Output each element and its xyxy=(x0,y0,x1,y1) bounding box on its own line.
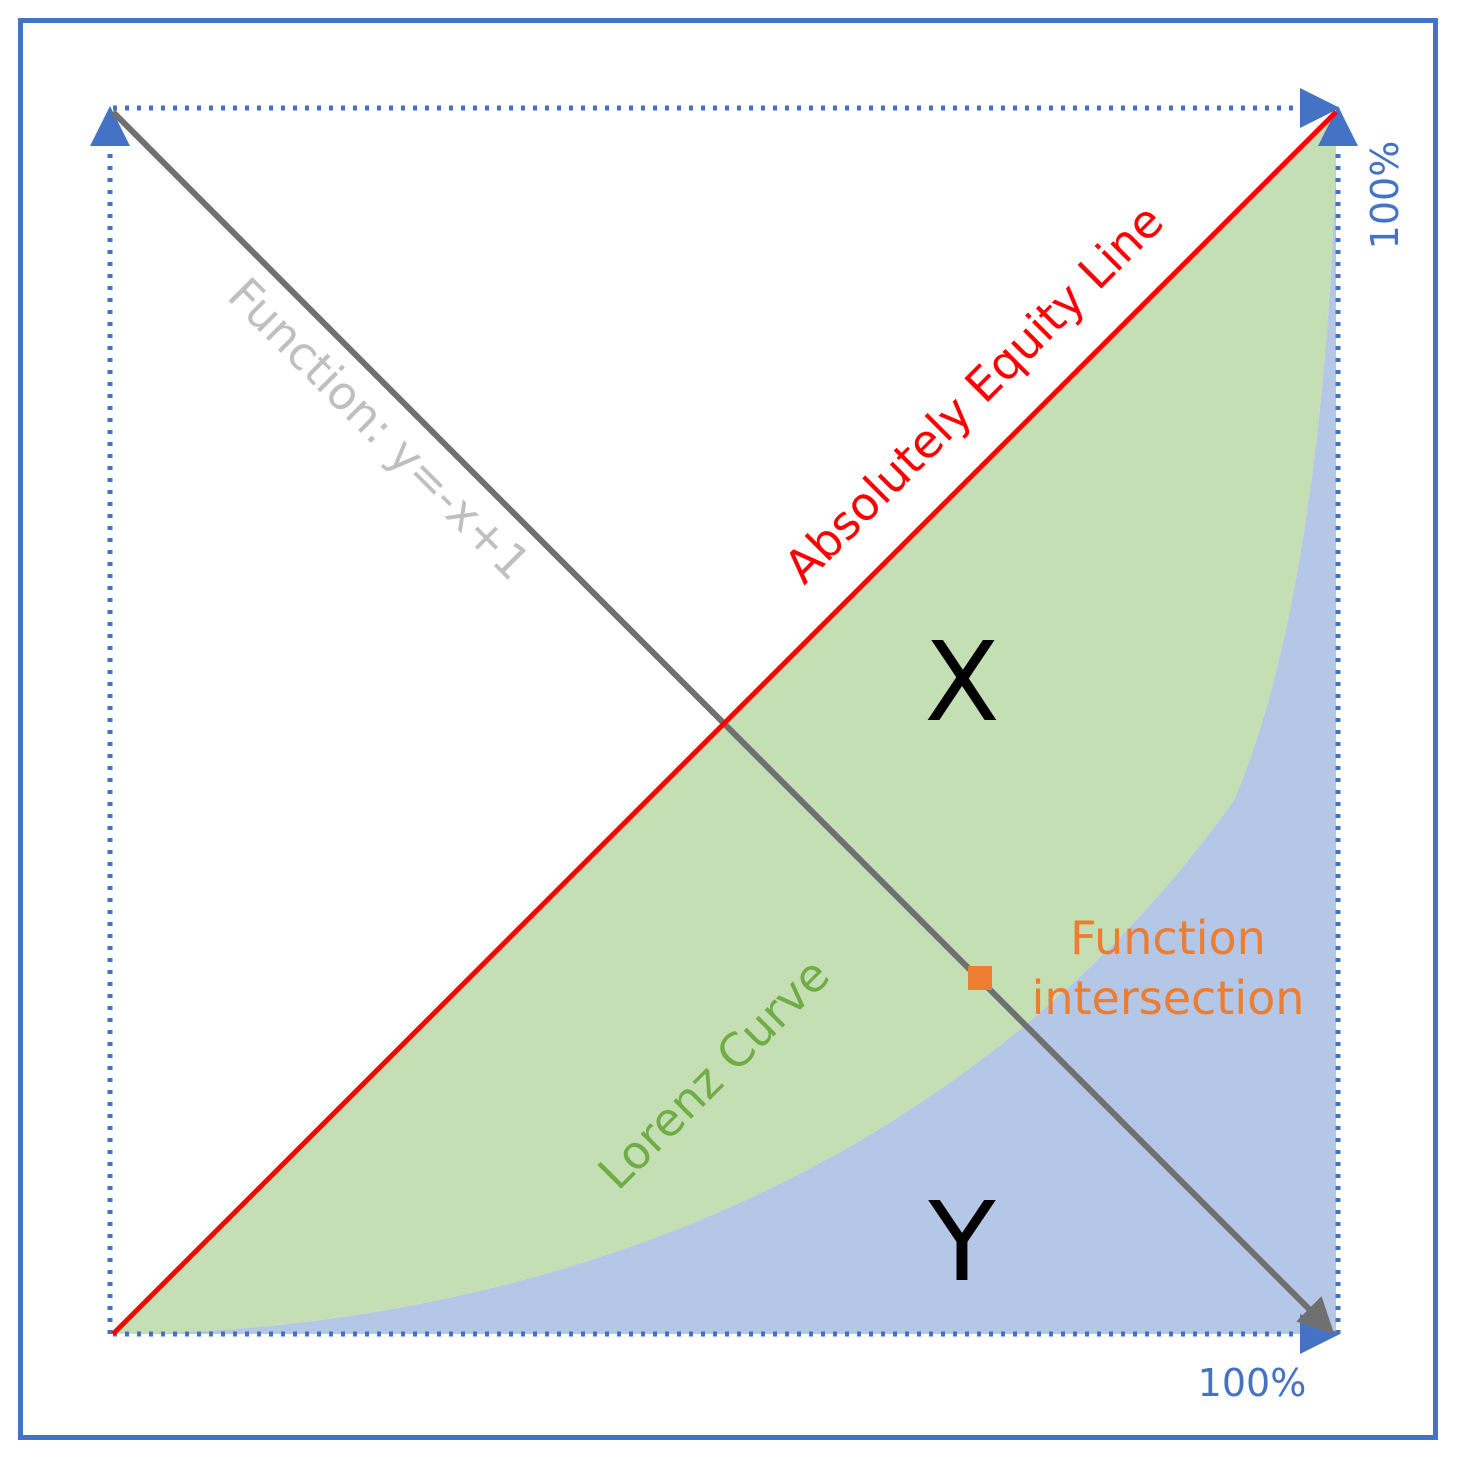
function-line xyxy=(110,109,1335,1335)
y-axis-max-label: 100% xyxy=(1363,141,1407,250)
x-axis-max-label: 100% xyxy=(1198,1361,1307,1405)
intersection-label-line2: intersection xyxy=(1032,971,1305,1025)
equity-line xyxy=(111,110,1338,1336)
region-x-label: X xyxy=(924,618,999,746)
intersection-marker xyxy=(968,966,992,990)
function-line-label: Function: y=-x+1 xyxy=(218,267,541,590)
intersection-label-line1: Function xyxy=(1070,911,1266,965)
region-y-label: Y xyxy=(927,1178,996,1306)
